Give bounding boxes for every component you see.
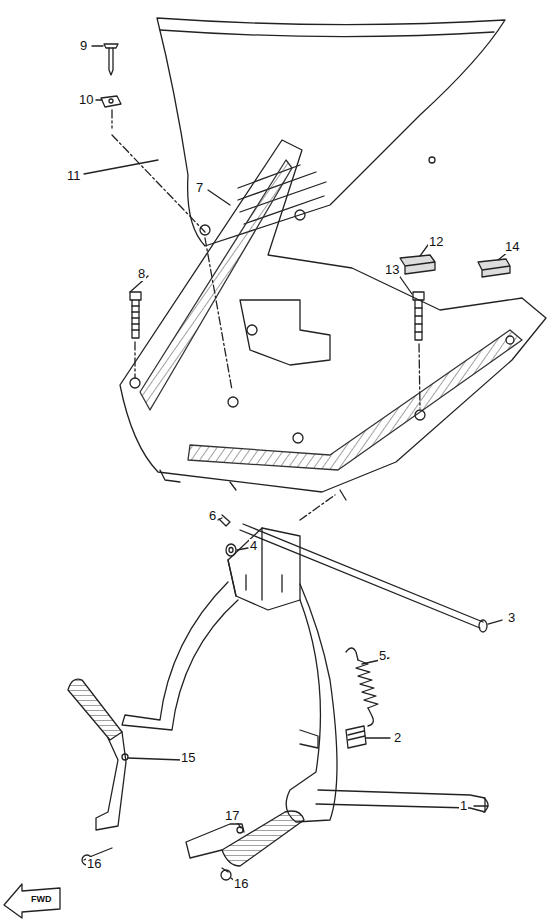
spring [356,660,378,708]
fwd-arrow [4,884,60,918]
kick-lever [316,790,485,812]
direction-label: FWD [31,894,52,904]
callout-number: 7 [195,181,204,195]
stopper [346,726,366,748]
shaft [240,524,483,628]
callout-number: 16 [233,877,249,891]
callout-number: 17 [224,809,240,823]
callout-number: 6 [208,509,217,523]
callout-number: 14 [504,240,520,254]
callout-number: 11 [66,169,82,183]
callout-number: 8 [137,267,146,281]
callout-number: 13 [384,263,400,277]
footrest-left [68,679,122,740]
callout-number: 1 [459,799,468,813]
callout-number: 16 [86,857,102,871]
callout-number: 2 [393,731,402,745]
top-cover [157,18,505,246]
callout-number: 9 [79,39,88,53]
floor-board [120,140,546,492]
callout-number: 10 [78,93,94,107]
callout-number: 5 [378,649,387,663]
callout-number: 12 [428,235,444,249]
callout-number: 3 [507,611,516,625]
callout-number: 15 [180,751,196,765]
callout-number: 4 [249,539,258,553]
